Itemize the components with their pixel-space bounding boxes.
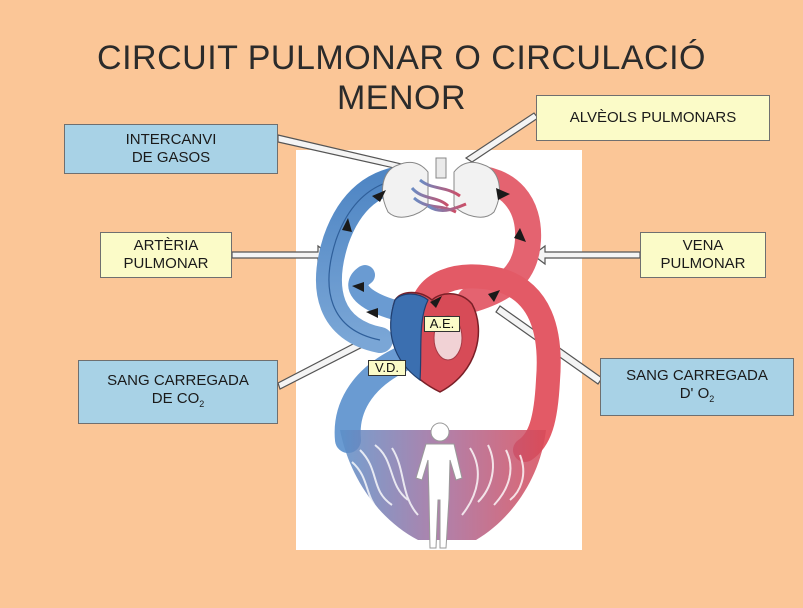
label-co2-line-1: SANG CARREGADA <box>107 371 249 389</box>
label-vena-line-2: PULMONAR <box>660 255 746 272</box>
arrow-icon <box>342 218 352 232</box>
label-alveols-text: ALVÈOLS PULMONARS <box>569 109 737 126</box>
label-o2-subscript: 2 <box>709 393 715 404</box>
arrow-icon <box>372 190 386 202</box>
vena-cava-upper <box>348 265 405 320</box>
arrow-icon <box>352 282 364 292</box>
title-line-2: MENOR <box>336 79 467 117</box>
label-vena-line-1: VENA <box>682 237 724 254</box>
label-co2-subscript: 2 <box>199 398 205 409</box>
arrow-icon <box>430 296 442 308</box>
label-sang-carregada-co2: SANG CARREGADA DE CO2 <box>78 360 278 424</box>
lung-capillaries <box>410 178 467 214</box>
label-co2-prefix: DE CO <box>151 389 200 407</box>
label-intercanvi-line-1: INTERCANVI <box>125 131 217 148</box>
pointer-intercanvi <box>277 134 413 173</box>
arrow-icon <box>488 290 500 302</box>
label-arteria-pulmonar: ARTÈRIA PULMONAR <box>100 232 232 278</box>
pointer-arteria <box>231 244 331 266</box>
label-co2-line-2: DE CO2 <box>152 390 205 413</box>
label-intercanvi-line-2: DE GASOS <box>131 149 211 166</box>
label-alveols-pulmonars: ALVÈOLS PULMONARS <box>536 95 770 141</box>
label-o2-line-1: SANG CARREGADA <box>626 366 768 384</box>
pointer-alveols <box>464 112 539 163</box>
left-atrium-label: A.E. <box>424 316 460 332</box>
flow-arrows <box>342 188 526 318</box>
arrow-icon <box>366 308 378 318</box>
label-sang-carregada-o2: SANG CARREGADA D' O2 <box>600 358 794 416</box>
label-o2-prefix: D' O <box>679 384 710 402</box>
page-title: CIRCUIT PULMONAR O CIRCULACIÓ MENOR <box>40 38 763 118</box>
label-o2-line-2: D' O2 <box>680 385 715 408</box>
arrow-icon <box>496 188 510 200</box>
human-body-icon <box>415 422 463 549</box>
label-intercanvi-de-gasos: INTERCANVI DE GASOS <box>64 124 278 174</box>
label-arteria-line-1: ARTÈRIA <box>133 237 199 254</box>
arrow-icon <box>514 228 526 242</box>
lungs-icon <box>382 157 500 218</box>
heart-icon <box>390 291 480 393</box>
label-arteria-line-2: PULMONAR <box>123 255 209 272</box>
label-vena-pulmonar: VENA PULMONAR <box>640 232 766 278</box>
pointer-vena <box>532 244 641 266</box>
aorta-arch <box>408 264 561 462</box>
right-ventricle-label: V.D. <box>368 360 406 376</box>
title-line-1: CIRCUIT PULMONAR O CIRCULACIÓ <box>97 39 706 77</box>
